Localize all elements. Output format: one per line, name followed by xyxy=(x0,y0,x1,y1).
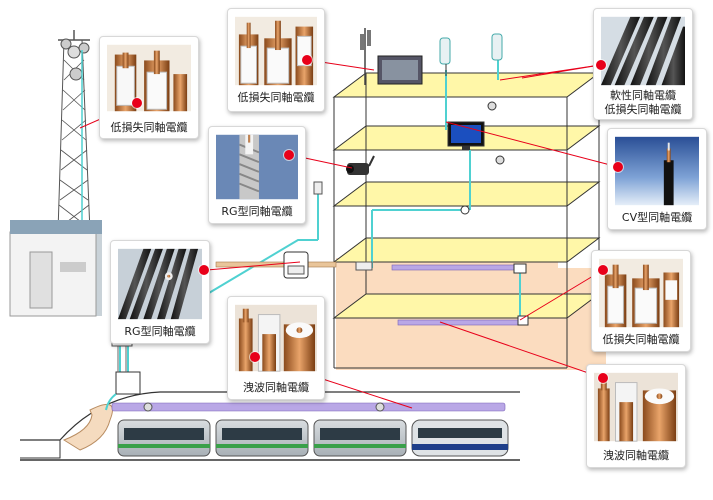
card-rg-mid[interactable]: RG型同軸電纜 xyxy=(208,126,306,224)
equipment-shelter xyxy=(9,220,102,317)
card-label: RG型同軸電纜 xyxy=(124,325,196,338)
callout-lines xyxy=(79,59,619,409)
floor-roof xyxy=(332,72,601,98)
card-label: 低損失同軸電纜 xyxy=(237,91,315,104)
card-label: 洩波同軸電纜 xyxy=(243,381,309,394)
card-flexible-low-loss[interactable]: 軟性同軸電纜 低損失同軸電纜 xyxy=(593,8,693,120)
low-loss-cable-photo xyxy=(599,258,683,328)
card-label: RG型同軸電纜 xyxy=(221,205,293,218)
card-label: 洩波同軸電纜 xyxy=(603,449,669,462)
rg-cable-photo xyxy=(216,134,298,200)
communication-tower xyxy=(57,30,91,233)
card-rg-left[interactable]: RG型同軸電纜 xyxy=(110,240,210,344)
callout-dot xyxy=(199,265,209,275)
card-low-loss-middle[interactable]: 低損失同軸電纜 xyxy=(227,8,325,112)
cctv-camera xyxy=(346,155,375,175)
card-leaky-mid[interactable]: 洩波同軸電纜 xyxy=(227,296,325,400)
card-label-line1: 軟性同軸電纜 xyxy=(610,89,676,102)
low-loss-cable-photo xyxy=(235,16,317,86)
low-loss-cable-photo xyxy=(107,44,191,112)
card-label: CV型同軸電纜 xyxy=(621,211,693,224)
basement-leaky-cables xyxy=(355,261,529,326)
card-cv-cable[interactable]: CV型同軸電纜 xyxy=(607,128,707,230)
card-label: 低損失同軸電纜 xyxy=(602,333,680,346)
card-label: 低損失同軸電纜 xyxy=(110,121,188,134)
callout-dot xyxy=(284,150,294,160)
card-low-loss-tower[interactable]: 低損失同軸電纜 xyxy=(99,36,199,139)
cv-cable-photo xyxy=(615,136,699,206)
leaky-cable-photo xyxy=(594,372,678,442)
callout-dot xyxy=(598,373,608,383)
card-low-loss-right[interactable]: 低損失同軸電纜 xyxy=(591,250,691,352)
floor-3 xyxy=(332,181,601,207)
flexible-cable-photo xyxy=(601,16,685,86)
leaky-cable-photo xyxy=(235,304,317,372)
card-leaky-right[interactable]: 洩波同軸電纜 xyxy=(586,364,686,468)
train-cars xyxy=(117,419,509,457)
tunnel-leaky-cable xyxy=(111,402,506,412)
callout-dot xyxy=(132,98,142,108)
callout-dot xyxy=(613,162,623,172)
callout-dot xyxy=(596,60,606,70)
rg-cable-bundle-photo xyxy=(118,248,202,320)
floor-1 xyxy=(332,293,601,319)
card-label-line2: 低損失同軸電纜 xyxy=(604,103,682,116)
callout-dot xyxy=(302,55,312,65)
floor-2 xyxy=(332,237,601,263)
roof-equipment xyxy=(360,28,503,111)
tunnel-track xyxy=(20,337,520,461)
callout-dot xyxy=(598,265,608,275)
callout-dot xyxy=(250,352,260,362)
